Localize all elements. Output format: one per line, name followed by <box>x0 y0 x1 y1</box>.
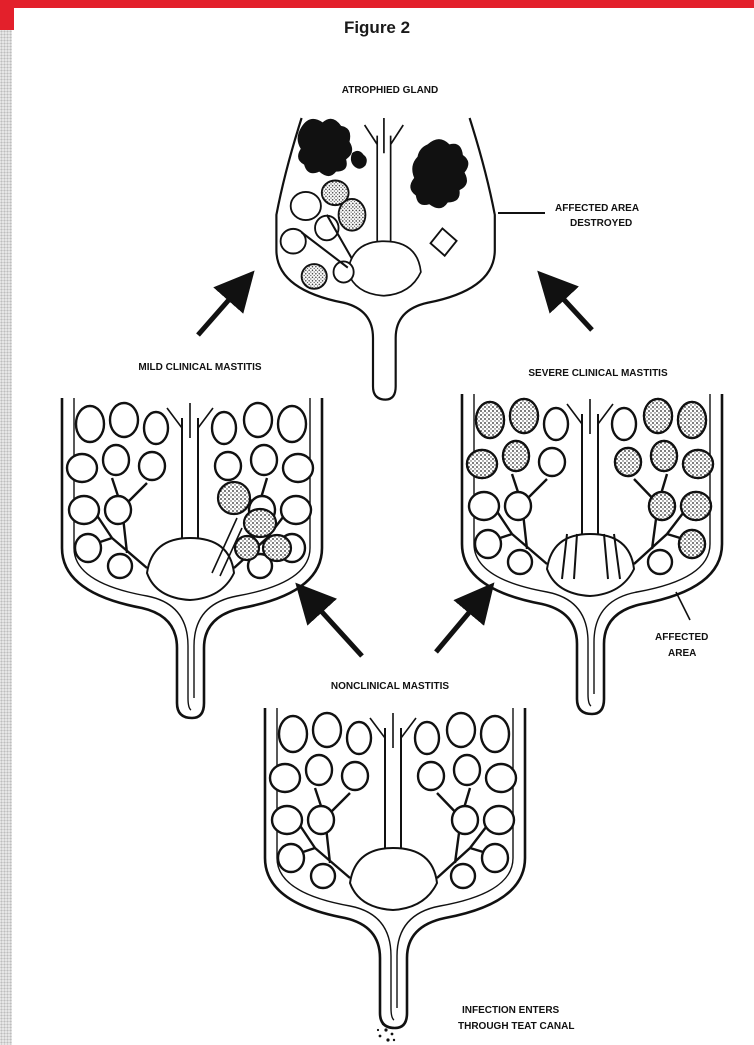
gland-atrophied <box>276 118 494 400</box>
arrow-nonclinical-to-mild <box>302 590 362 656</box>
stage-label-atrophied: ATROPHIED GLAND <box>342 85 438 96</box>
annotation-destroyed-line1: AFFECTED AREA <box>555 203 639 214</box>
arrow-severe-to-atrophied <box>544 278 592 330</box>
annotation-infection-line1: INFECTION ENTERS <box>462 1005 560 1016</box>
annotation-affected-line1: AFFECTED <box>655 632 708 643</box>
gland-mild <box>62 398 322 718</box>
arrow-mild-to-atrophied <box>198 278 248 335</box>
stage-label-nonclinical: NONCLINICAL MASTITIS <box>331 681 449 692</box>
annotation-affected-line2: AREA <box>668 648 696 659</box>
stage-label-mild: MILD CLINICAL MASTITIS <box>138 362 261 373</box>
annotation-infection-line2: THROUGH TEAT CANAL <box>458 1021 574 1032</box>
annotation-destroyed-line2: DESTROYED <box>570 218 632 229</box>
gland-severe <box>462 394 722 714</box>
gland-nonclinical <box>265 708 525 1028</box>
arrow-nonclinical-to-severe <box>436 590 488 652</box>
affected-pointer-line <box>676 592 690 620</box>
stage-label-severe: SEVERE CLINICAL MASTITIS <box>528 368 668 379</box>
